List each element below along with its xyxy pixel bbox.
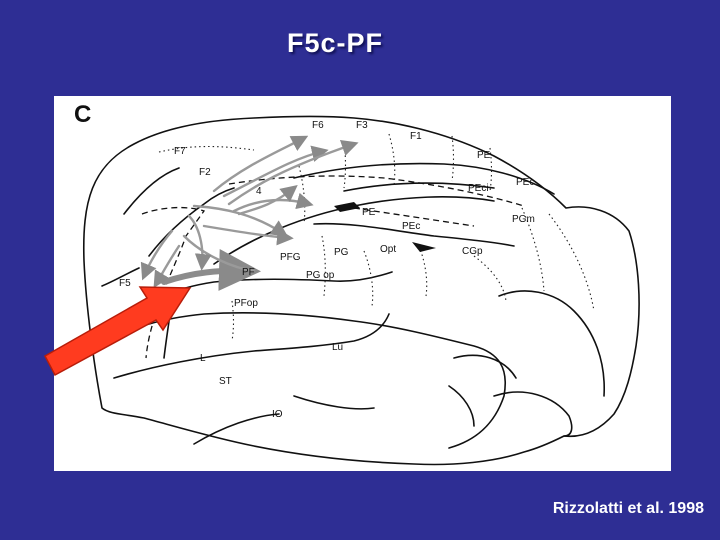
superior-temporal-sulcus	[113, 313, 390, 379]
arcuate-sulcus	[148, 187, 235, 257]
label-PE-upper: PE	[477, 150, 491, 161]
label-IO: IO	[272, 409, 283, 420]
label-PFop: PFop	[234, 298, 258, 309]
label-F3: F3	[356, 120, 368, 131]
label-F2: F2	[199, 167, 211, 178]
label-PG: PG	[334, 247, 349, 258]
label-F4: F4	[147, 288, 159, 299]
cerebellum-outline	[493, 391, 573, 437]
label-L: L	[200, 353, 206, 364]
projection-F5-to-PF	[161, 249, 261, 291]
label-PE: PE	[362, 207, 376, 218]
brain-diagram: C F6 F3 F1 F7 F2 4 PE PEci PEc PE PEc PG…	[54, 96, 671, 471]
panel-letter: C	[74, 101, 91, 128]
label-PGm: PGm	[512, 214, 535, 225]
label-F6: F6	[312, 120, 324, 131]
label-F1: F1	[410, 131, 422, 142]
intraparietal-sulcus	[313, 222, 515, 247]
label-PFG: PFG	[280, 252, 301, 263]
label-Lu: Lu	[332, 342, 343, 353]
label-F7: F7	[174, 146, 186, 157]
label-Opt: Opt	[380, 244, 396, 255]
slide-title: F5c-PF	[286, 28, 384, 58]
label-ST: ST	[219, 376, 232, 387]
citation: Rizzolatti et al. 1998	[552, 500, 704, 517]
label-PEc: PEc	[402, 221, 420, 232]
black-wedge-2	[412, 242, 436, 252]
temporal-lobe-outline	[103, 312, 506, 449]
label-PF: PF	[242, 267, 255, 278]
label-PEc-right: PEc	[516, 177, 534, 188]
label-4: 4	[256, 186, 262, 197]
dashed-border-premotor	[141, 206, 206, 359]
brain-outline	[82, 115, 640, 466]
cingulate-sulcus	[293, 162, 555, 195]
brain-diagram-svg: C F6 F3 F1 F7 F2 4 PE PEci PEc PE PEc PG…	[74, 101, 640, 466]
label-PGop: PG op	[306, 270, 335, 281]
label-F5: F5	[119, 278, 131, 289]
black-wedge-1	[334, 202, 360, 212]
label-CGp: CGp	[462, 246, 483, 257]
label-PEci: PEci	[468, 183, 489, 194]
